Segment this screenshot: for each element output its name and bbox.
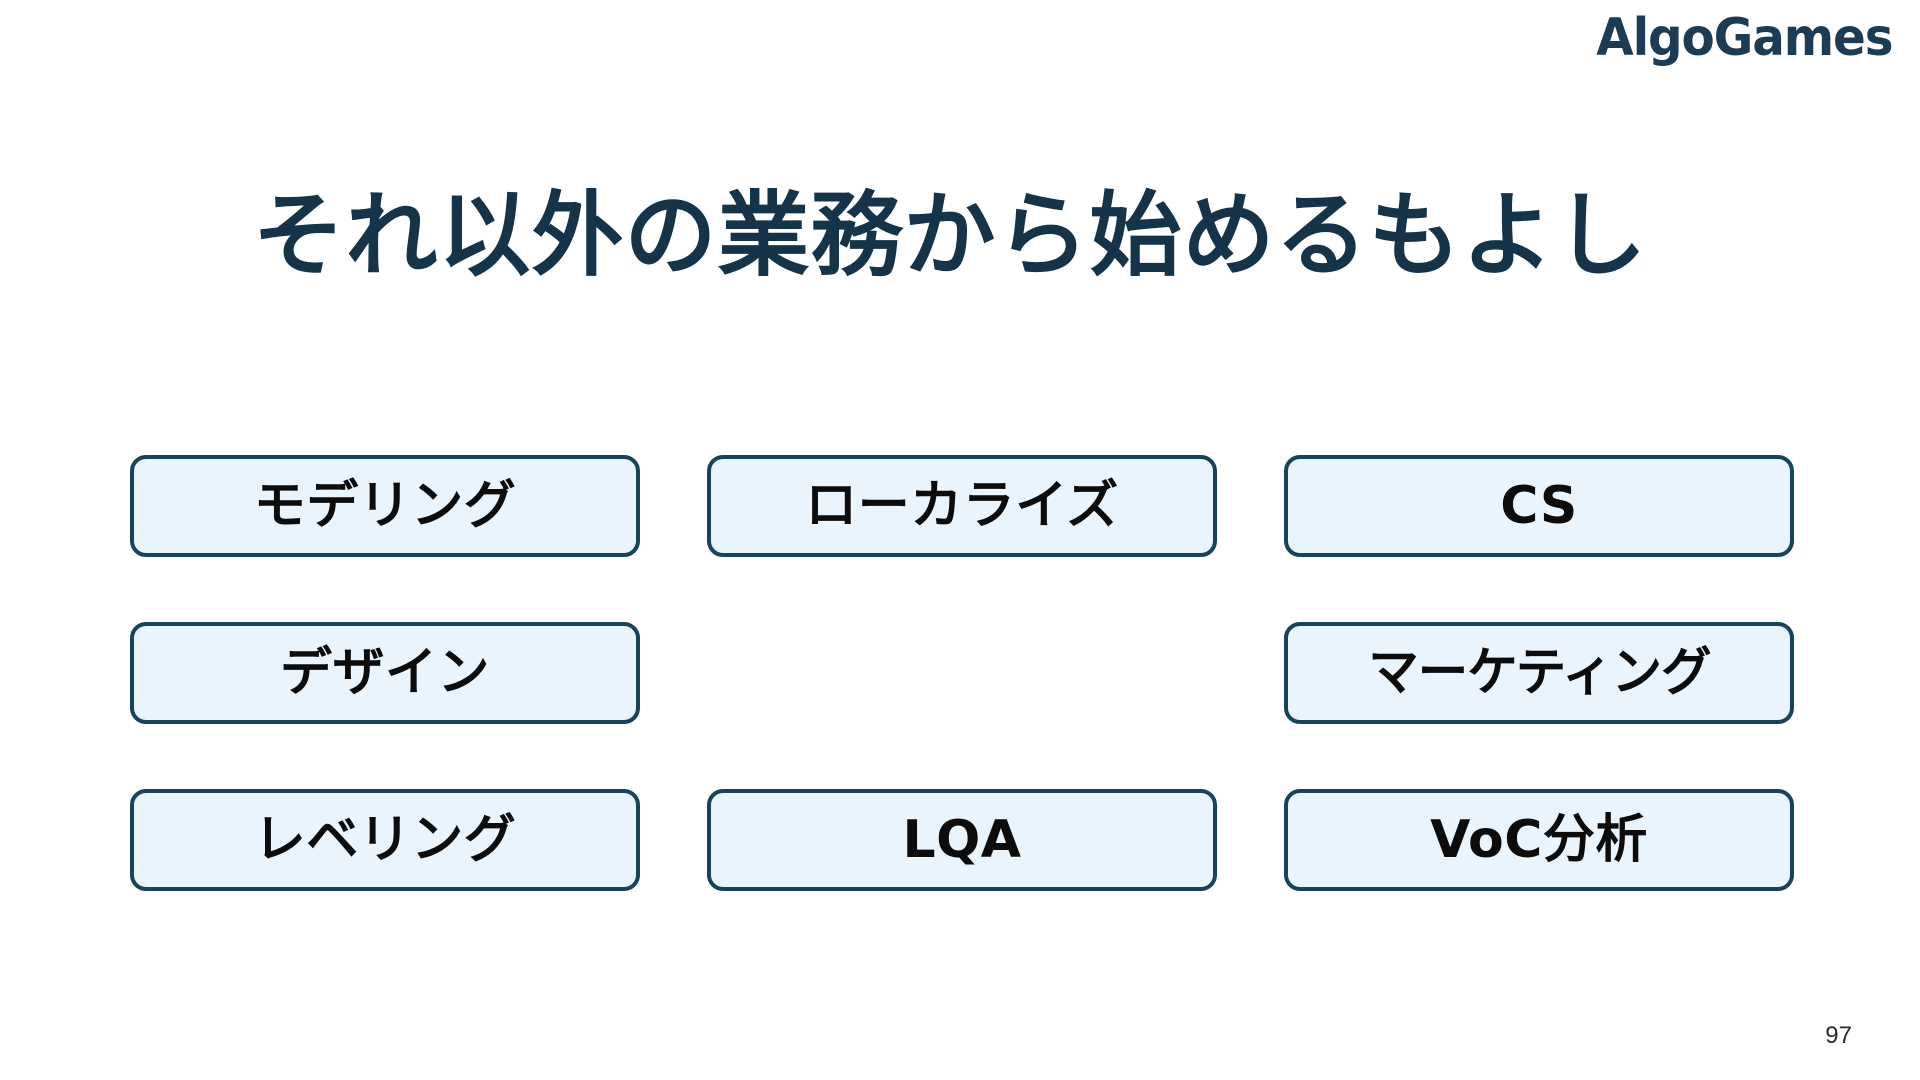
topic-box-voc-analysis[interactable]: VoC分析: [1284, 789, 1794, 891]
grid-cell-1: ローカライズ: [707, 455, 1217, 557]
page-number: 97: [1825, 1022, 1852, 1049]
topic-box-label: LQA: [902, 810, 1022, 870]
topic-box-marketing[interactable]: マーケティング: [1284, 622, 1794, 724]
page-title: それ以外の業務から始めるもよし: [252, 181, 1648, 289]
topic-box-label: レベリング: [253, 810, 517, 870]
grid-cell-6: レベリング: [130, 789, 640, 891]
grid-cell-7: LQA: [707, 789, 1217, 891]
topic-box-label: VoC分析: [1430, 810, 1648, 870]
topic-box-label: ローカライズ: [805, 476, 1119, 536]
topic-box-label: マーケティング: [1367, 643, 1711, 703]
topic-box-cs[interactable]: CS: [1284, 455, 1794, 557]
grid-cell-3: デザイン: [130, 622, 640, 724]
topic-box-localization[interactable]: ローカライズ: [707, 455, 1217, 557]
grid-cell-8: VoC分析: [1284, 789, 1794, 891]
algogames-logo: AlgoGames: [1595, 8, 1893, 68]
topic-box-lqa[interactable]: LQA: [707, 789, 1217, 891]
topic-box-label: モデリング: [253, 476, 517, 536]
topic-box-grid: モデリング ローカライズ CS デザイン マーケティング: [130, 455, 1794, 891]
grid-cell-2: CS: [1284, 455, 1794, 557]
topic-box-design[interactable]: デザイン: [130, 622, 640, 724]
grid-cell-5: マーケティング: [1284, 622, 1794, 724]
grid-cell-0: モデリング: [130, 455, 640, 557]
topic-box-label: デザイン: [279, 643, 490, 703]
topic-box-label: CS: [1500, 476, 1578, 536]
topic-box-modeling[interactable]: モデリング: [130, 455, 640, 557]
topic-box-leveling[interactable]: レベリング: [130, 789, 640, 891]
